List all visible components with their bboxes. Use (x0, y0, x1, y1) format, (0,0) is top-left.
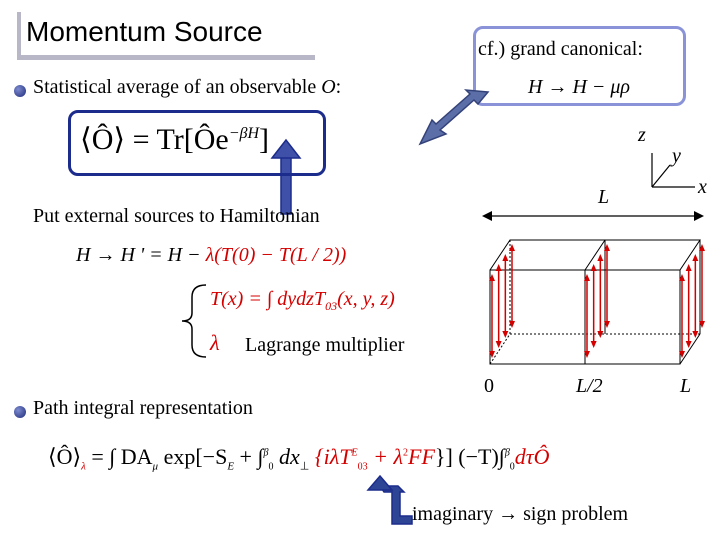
tick-half: L/2 (576, 375, 603, 397)
source-arrow (590, 264, 597, 348)
callout-arrow (418, 89, 490, 146)
path-integral-formula: ⟨Ô⟩λ = ∫ DAμ exp[−SE + ∫β0 dx⊥ {iλTE03 +… (48, 444, 550, 473)
left-brace (181, 284, 207, 358)
slide-title: Momentum Source (26, 16, 263, 47)
lagrange-text: Lagrange multiplier (245, 334, 405, 356)
source-arrow (692, 254, 699, 338)
source-arrow (699, 244, 705, 328)
length-label: L (598, 186, 610, 208)
source-arrows (489, 244, 705, 358)
source-arrow (604, 244, 610, 328)
average-formula: ⟨Ô⟩ = Tr[Ôe−βH] (80, 123, 270, 156)
grand-canonical-callout (473, 26, 686, 106)
grand-canonical-label: cf.) grand canonical: (478, 38, 643, 60)
lambda-symbol: λ (210, 330, 220, 355)
bent-arrow-blue (366, 474, 413, 525)
bullet1-text: Statistical average of an observable O: (33, 76, 342, 98)
axis-x-label: x (698, 176, 707, 198)
bullet-1 (14, 85, 26, 97)
external-sources-text: Put external sources to Hamiltonian (33, 205, 320, 227)
title-underline (17, 55, 315, 60)
tick-0: 0 (484, 375, 494, 397)
source-arrow (685, 264, 692, 348)
grand-canonical-formula: H → H − μρ (528, 76, 631, 98)
title-accent-vertical (17, 12, 21, 60)
axis-z-label: z (638, 124, 646, 146)
bullet2-text: Path integral representation (33, 397, 253, 419)
T-definition: T(x) = ∫ dydzT03(x, y, z) (210, 288, 395, 313)
slab-diagram (489, 239, 701, 365)
hamiltonian-formula: H → H ' = H − λ(T(0) − T(L / 2)) (76, 244, 347, 266)
axis-y-label: y (672, 145, 681, 167)
average-formula-box (68, 110, 326, 176)
axes-diagram (651, 153, 695, 188)
source-arrow (584, 274, 590, 358)
bullet-2 (14, 406, 26, 418)
source-arrow (597, 254, 604, 338)
source-arrow (489, 274, 495, 358)
tick-L: L (680, 375, 692, 397)
source-arrow (495, 264, 502, 348)
source-arrow (679, 274, 685, 358)
imaginary-text: imaginary → sign problem (412, 503, 629, 525)
length-arrow (482, 211, 704, 221)
source-arrow (509, 244, 515, 328)
up-arrow-blue (270, 138, 302, 215)
source-arrow (502, 254, 509, 338)
